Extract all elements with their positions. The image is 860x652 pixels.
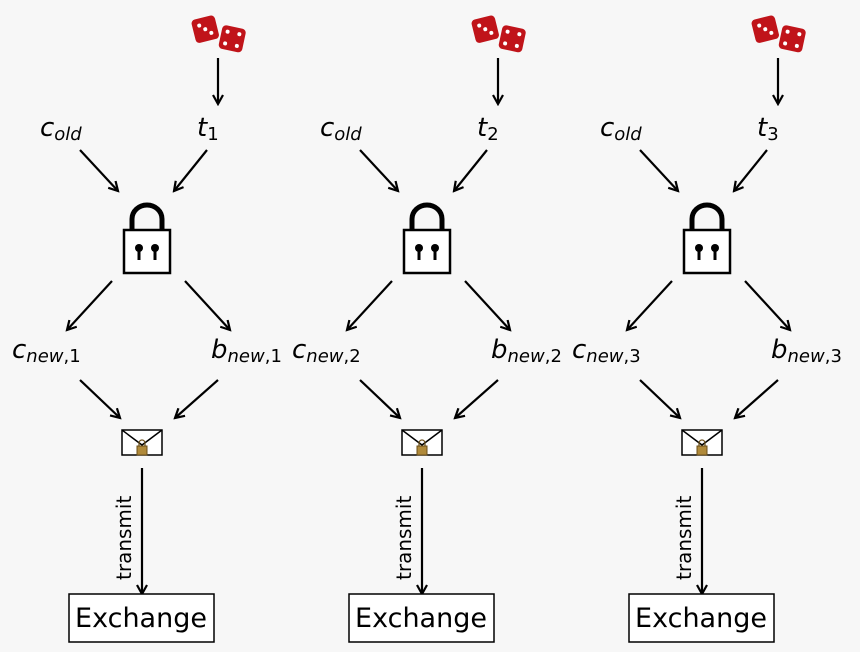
c-old-label: cold <box>320 113 362 145</box>
lock-to-c-new-arrow <box>347 280 393 330</box>
dice-icon <box>751 15 806 53</box>
transmit-label: transmit <box>672 496 696 580</box>
exchange-label: Exchange <box>75 603 207 634</box>
transmit-label: transmit <box>392 496 416 580</box>
lock-to-c-new-arrow <box>67 280 113 330</box>
t-label: t2 <box>477 113 499 145</box>
column-3: cold t3 cnew,3 bnew,3 transmit Exchange <box>572 15 842 643</box>
transmit-label: transmit <box>112 496 136 580</box>
t-to-lock-arrow <box>174 149 208 191</box>
column-1: cold t1 cnew,1 bnew,1 transmit Exchange <box>12 15 282 643</box>
column-2: cold t2 cnew,2 bnew,2 transmit Exchange <box>292 15 562 643</box>
locked-envelope-icon <box>401 429 443 456</box>
c-new-label: cnew,3 <box>572 335 641 367</box>
exchange-label: Exchange <box>355 603 487 634</box>
exchange-box <box>68 593 215 643</box>
c-old-label: cold <box>600 113 642 145</box>
t-to-lock-arrow <box>454 149 488 191</box>
c-new-to-envelope-arrow <box>639 379 680 418</box>
lock-to-c-new-arrow <box>627 280 673 330</box>
locked-envelope-icon <box>121 429 163 456</box>
b-new-to-envelope-arrow <box>735 379 779 418</box>
padlock-icon <box>122 202 172 275</box>
t-to-lock-arrow <box>734 149 768 191</box>
exchange-box <box>348 593 495 643</box>
padlock-icon <box>402 202 452 275</box>
lock-to-b-new-arrow <box>744 280 790 330</box>
locked-envelope-icon <box>681 429 723 456</box>
c-new-to-envelope-arrow <box>359 379 400 418</box>
c-new-to-envelope-arrow <box>79 379 120 418</box>
lock-to-b-new-arrow <box>464 280 510 330</box>
b-new-to-envelope-arrow <box>455 379 499 418</box>
b-new-label: bnew,1 <box>211 335 282 367</box>
c-old-to-lock-arrow <box>639 149 678 191</box>
c-new-label: cnew,1 <box>12 335 81 367</box>
c-old-to-lock-arrow <box>359 149 398 191</box>
dice-icon <box>471 15 526 53</box>
lock-to-b-new-arrow <box>184 280 230 330</box>
c-old-label: cold <box>40 113 82 145</box>
c-new-label: cnew,2 <box>292 335 361 367</box>
dice-icon <box>191 15 246 53</box>
c-old-to-lock-arrow <box>79 149 118 191</box>
exchange-label: Exchange <box>635 603 767 634</box>
t-label: t3 <box>757 113 779 145</box>
padlock-icon <box>682 202 732 275</box>
b-new-label: bnew,2 <box>491 335 562 367</box>
exchange-box <box>628 593 775 643</box>
b-new-to-envelope-arrow <box>175 379 219 418</box>
b-new-label: bnew,3 <box>771 335 842 367</box>
t-label: t1 <box>197 113 219 145</box>
